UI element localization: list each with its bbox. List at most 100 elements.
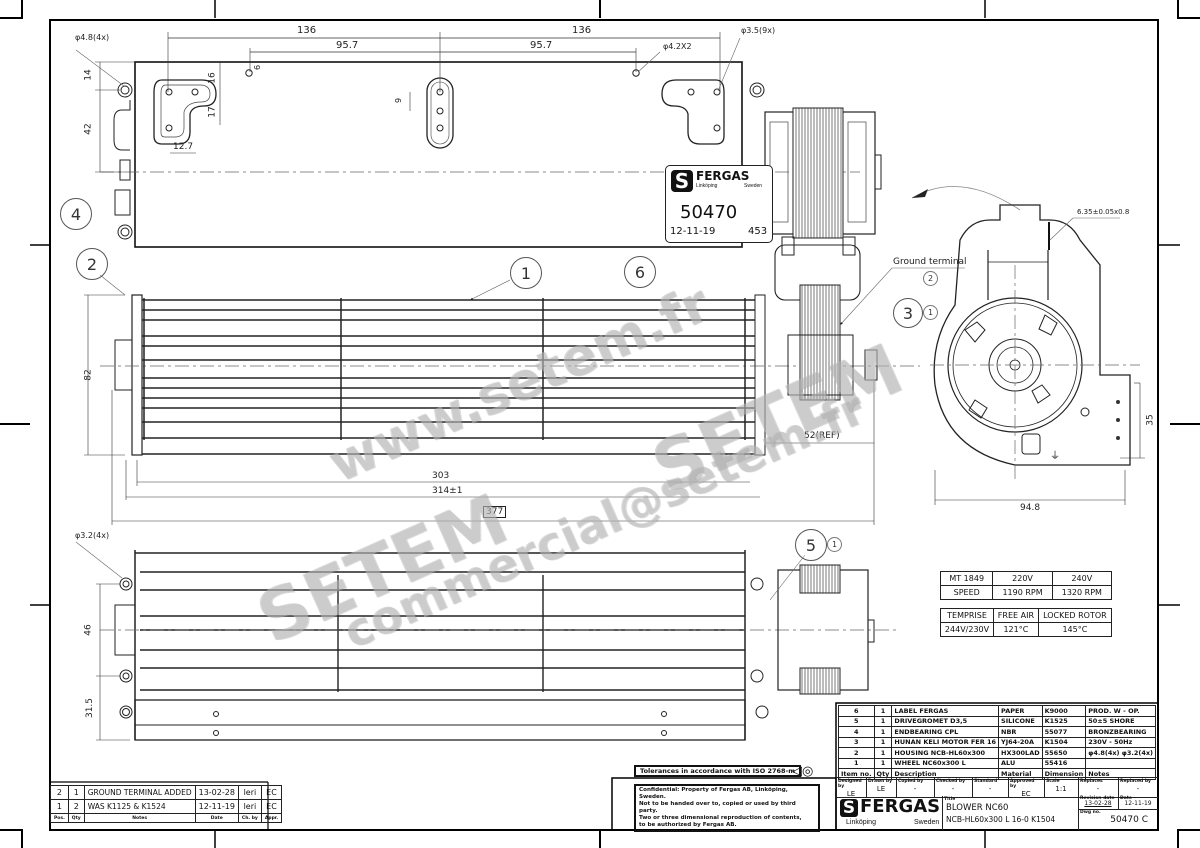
dim-16: 16: [207, 72, 218, 84]
cell: 220V: [992, 571, 1053, 586]
cell: 12-11-19: [194, 799, 239, 814]
cell: 240V: [1051, 571, 1113, 586]
balloon-sub-1b: 1: [827, 537, 842, 552]
cell: 121°C: [993, 622, 1039, 637]
dim-314: 314±1: [432, 486, 463, 496]
fergas-logo-icon: S: [840, 799, 858, 817]
dim-35: 35: [1145, 414, 1156, 426]
company-name: FERGAS: [860, 796, 941, 817]
cell: 1: [873, 715, 893, 727]
dim-303: 303: [432, 471, 450, 481]
cell: 1: [873, 705, 893, 717]
cell: 1190 RPM: [992, 585, 1053, 600]
header-cell: Description: [891, 768, 1000, 780]
cell: 1: [67, 785, 85, 800]
dim-136-right: 136: [572, 25, 592, 36]
cell: K9000: [1041, 705, 1087, 717]
fergas-label: S FERGAS Linköping Sweden 50470 12-11-19…: [665, 165, 773, 243]
dim-9: 9: [394, 97, 404, 104]
cell: HUNAN KELI MOTOR FER 16: [891, 736, 1000, 748]
temprise-table-row: TEMPRISE FREE AIR LOCKED ROTOR: [939, 608, 1113, 623]
cell: K1504: [1041, 736, 1087, 748]
temprise-table: TEMPRISE FREE AIR LOCKED ROTOR 244V/230V…: [939, 608, 1113, 637]
cell: 1320 RPM: [1051, 585, 1113, 600]
cell: SILICONE: [998, 715, 1043, 727]
cell: 5: [838, 715, 875, 727]
dim-377: 377: [483, 506, 507, 518]
cell: 230V - 50Hz: [1085, 736, 1157, 748]
label-code: 453: [748, 226, 768, 237]
company-city: Linköping: [846, 819, 876, 826]
title-line-1: BLOWER NC60: [946, 803, 1009, 813]
cell: 1: [838, 757, 875, 769]
cell: 145°C: [1037, 622, 1113, 637]
dim-46: 46: [83, 624, 94, 636]
balloon-sub-1: 1: [923, 305, 938, 320]
dim-95-7-right: 95.7: [530, 40, 553, 51]
cell: 55416: [1041, 757, 1087, 769]
cell: HOUSING NCB-HL60x300: [891, 747, 1000, 759]
cell: HX300LAD: [998, 747, 1043, 759]
company-logo-block: S FERGAS Linköping Sweden: [836, 796, 943, 830]
cell: 13-02-28: [194, 785, 239, 800]
hole-callout-4-2: φ4.2X2: [663, 42, 692, 51]
balloon-5: 5: [795, 529, 827, 561]
confidential-line: Two or three dimensional reproduction of…: [639, 815, 802, 821]
cell: 1: [50, 799, 69, 814]
dim-82: 82: [83, 369, 94, 381]
cell: ALU: [998, 757, 1043, 769]
balloon-4: 4: [60, 198, 92, 230]
cell: GROUND TERMINAL ADDED: [83, 785, 196, 800]
cell: 1: [873, 736, 893, 748]
cell: 6: [838, 705, 875, 717]
cell: 55650: [1041, 747, 1087, 759]
title-row: S FERGAS Linköping Sweden Title BLOWER N…: [836, 796, 1158, 830]
tolerance-note: Tolerances in accordance with ISO 2768-m: [634, 765, 802, 777]
balloon-1: 1: [510, 257, 542, 289]
label-company: FERGAS: [696, 169, 750, 183]
temprise-table-row: 244V/230V 121°C 145°C: [939, 622, 1113, 637]
balloon-sub-2: 2: [923, 271, 938, 286]
hole-callout-3-5: φ3.5(9x): [741, 26, 776, 35]
confidential-note: Confidential: Property of Fergas AB, Lin…: [634, 784, 820, 832]
cell: 1: [873, 757, 893, 769]
cell: WAS K1125 & K1524: [83, 799, 196, 814]
title-line-2: NCB-HL60x300 L 16-0 K1504: [946, 815, 1056, 824]
cell: BRONZBEARING: [1085, 726, 1157, 738]
cell: LOCKED ROTOR: [1037, 608, 1113, 623]
cell: FREE AIR: [993, 608, 1039, 623]
confidential-line: Not to be handed over to, copied or used…: [639, 801, 796, 814]
cell: TEMPRISE: [939, 608, 995, 623]
dim-31-5: 31.5: [85, 697, 96, 719]
header-cell: Notes: [83, 813, 196, 823]
cell: 2: [67, 799, 85, 814]
replaces: Replaces-: [1078, 778, 1119, 797]
cell: YJ64-20A: [998, 736, 1043, 748]
header-cell: Appr.: [260, 813, 283, 823]
cell: DRIVEGROMET D3,5: [891, 715, 1000, 727]
drawing-number: Dwg no.50470 C: [1080, 810, 1148, 825]
title-field: Title BLOWER NC60 NCB-HL60x300 L 16-0 K1…: [942, 796, 1079, 830]
company-country: Sweden: [914, 819, 940, 826]
dim-95-7-left: 95.7: [336, 40, 359, 51]
header-cell: Notes: [1085, 768, 1157, 780]
label-country: Sweden: [744, 183, 763, 189]
cell: PAPER: [998, 705, 1043, 717]
dim-14: 14: [83, 69, 94, 81]
header-cell: Ch. by: [237, 813, 262, 823]
hole-callout-3-2: φ3.2(4x): [75, 531, 110, 540]
replaced-by: Replaced by-: [1120, 779, 1151, 793]
cell: K1525: [1041, 715, 1087, 727]
header-cell: Qty: [67, 813, 85, 823]
